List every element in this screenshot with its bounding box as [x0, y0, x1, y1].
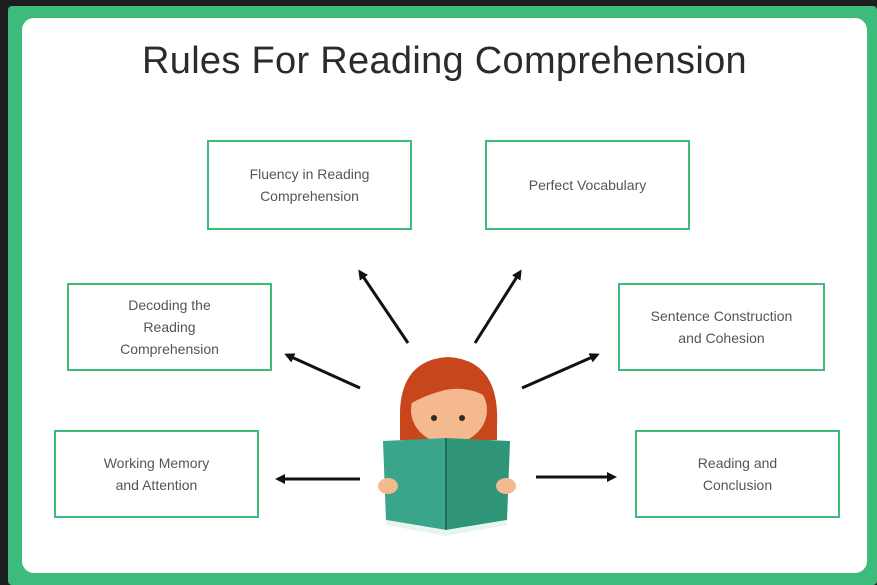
node-fluency: Fluency in Reading Comprehension: [207, 140, 412, 230]
arrow-to-decoding: [284, 353, 361, 390]
child-reading-book-icon: [378, 357, 516, 536]
arrow-to-sentence: [521, 353, 600, 390]
arrow-to-fluency: [358, 269, 410, 344]
diagram-title: Rules For Reading Comprehension: [142, 40, 747, 82]
node-sentence: Sentence Construction and Cohesion: [618, 283, 825, 371]
node-memory: Working Memory and Attention: [54, 430, 259, 518]
node-decoding: Decoding the Reading Comprehension: [67, 283, 272, 371]
node-vocabulary: Perfect Vocabulary: [485, 140, 690, 230]
node-conclusion: Reading and Conclusion: [635, 430, 840, 518]
arrow-to-vocabulary: [473, 269, 522, 344]
